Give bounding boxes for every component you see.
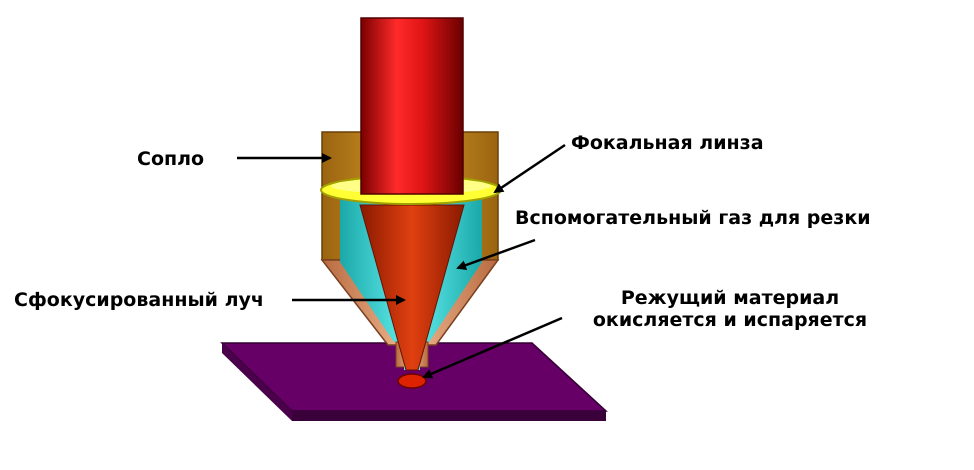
label-material-line1: Режущий материал <box>620 287 840 309</box>
label-focal-lens: Фокальная линза <box>571 132 764 154</box>
focused-beam <box>359 204 465 371</box>
label-material: Режущий материал окисляется и испаряется <box>560 287 900 331</box>
workpiece-side <box>222 343 292 421</box>
arrow-material <box>422 316 563 379</box>
label-material-line2: окисляется и испаряется <box>592 309 868 331</box>
arrow-lens <box>493 143 566 194</box>
label-focused-beam: Сфокусированный луч <box>14 289 264 311</box>
arrow-gas <box>456 238 536 270</box>
label-nozzle: Сопло <box>137 148 205 170</box>
label-assist-gas: Вспомогательный газ для резки <box>515 207 871 229</box>
cut-spot <box>397 373 427 389</box>
workpiece-edge <box>292 411 606 421</box>
laser-tube <box>360 17 464 195</box>
